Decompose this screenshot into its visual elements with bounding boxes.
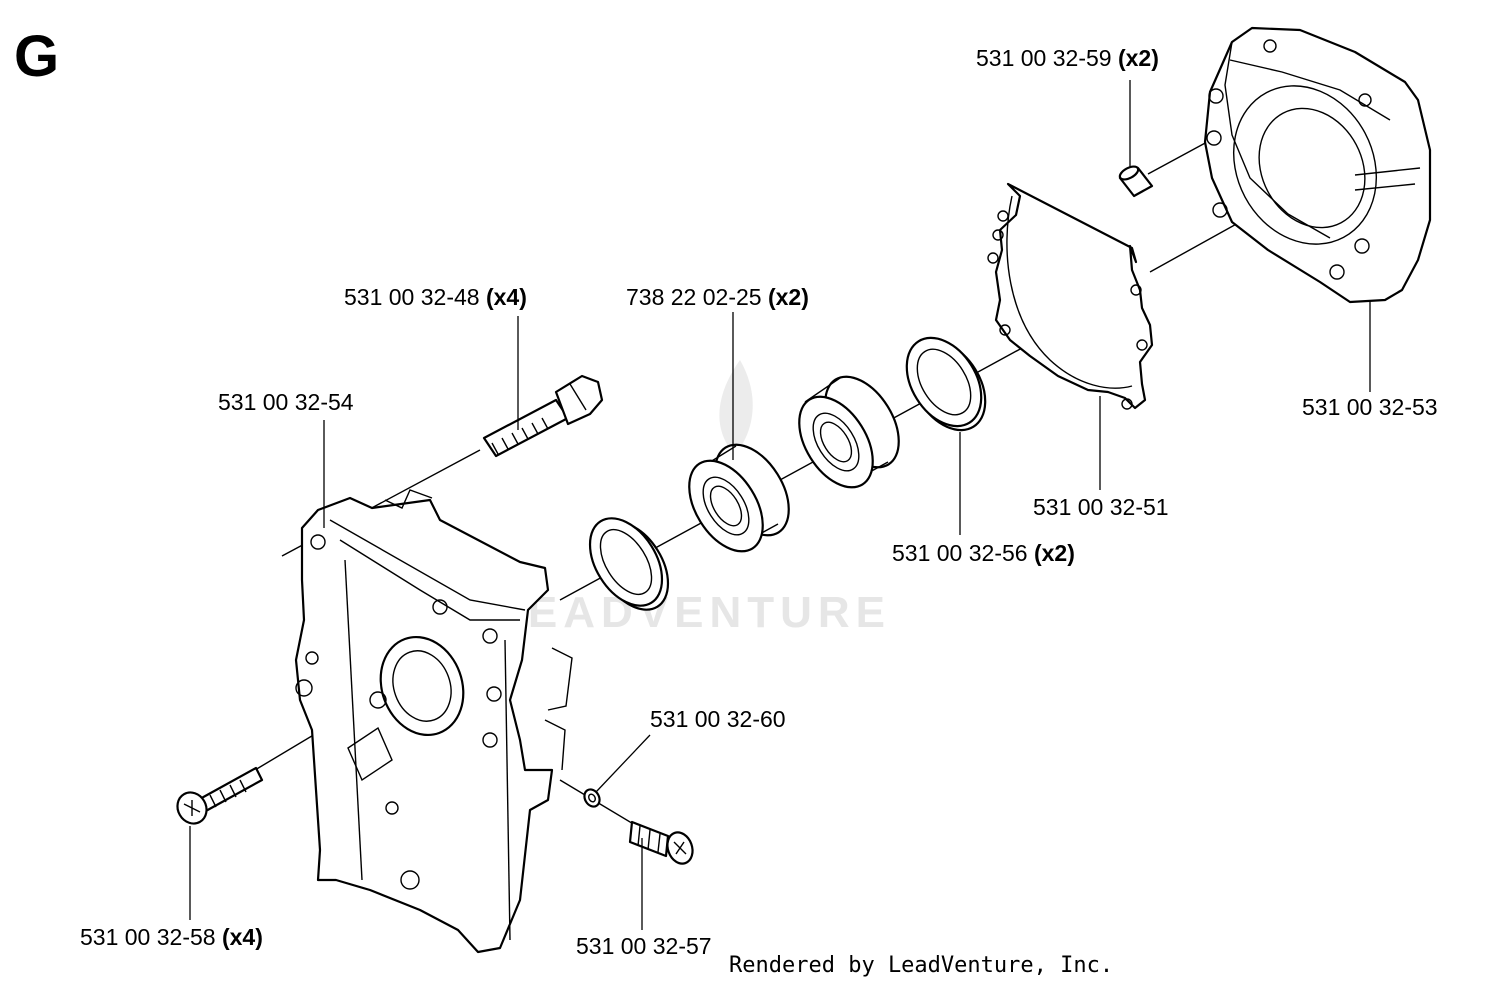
callout-p56: 531 00 32-56 (x2) [892,540,1075,566]
phillips-screw-short [628,820,694,865]
crankcase-half-left [294,489,573,954]
ball-bearing-upper [798,375,900,489]
phillips-screw-long [176,766,264,825]
hex-bolt [482,374,604,458]
callout-p54: 531 00 32-54 [218,389,354,415]
watermark-text: LEADVENTURE [495,588,891,637]
callout-p59: 531 00 32-59 (x2) [976,45,1159,71]
callout-labels: 531 00 32-48 (x4) 531 00 32-54 738 22 02… [80,45,1438,959]
seal-ring-upper [905,336,987,432]
render-credit: Rendered by LeadVenture, Inc. [729,953,1113,978]
watermark: LEADVENTURE [495,360,891,637]
washer [583,788,601,808]
watermark-flame-icon [719,360,753,455]
seal-ring-lower [588,517,670,611]
small-screw-axis [559,779,641,829]
callout-p58: 531 00 32-58 (x4) [80,924,263,950]
callout-p60: 531 00 32-60 [650,706,786,732]
callout-p51: 531 00 32-51 [1033,494,1169,520]
leader-lines [189,80,1371,930]
ball-bearing-lower [688,443,790,553]
callout-p25: 738 22 02-25 (x2) [626,284,809,310]
leader-p60 [595,734,651,793]
section-letter: G [14,24,59,89]
callout-p48: 531 00 32-48 (x4) [344,284,527,310]
callout-p57: 531 00 32-57 [576,933,712,959]
callout-p53: 531 00 32-53 [1302,394,1438,420]
crankcase-half-right [1203,26,1432,304]
gasket [987,182,1154,410]
dowel-pin [1118,165,1154,198]
